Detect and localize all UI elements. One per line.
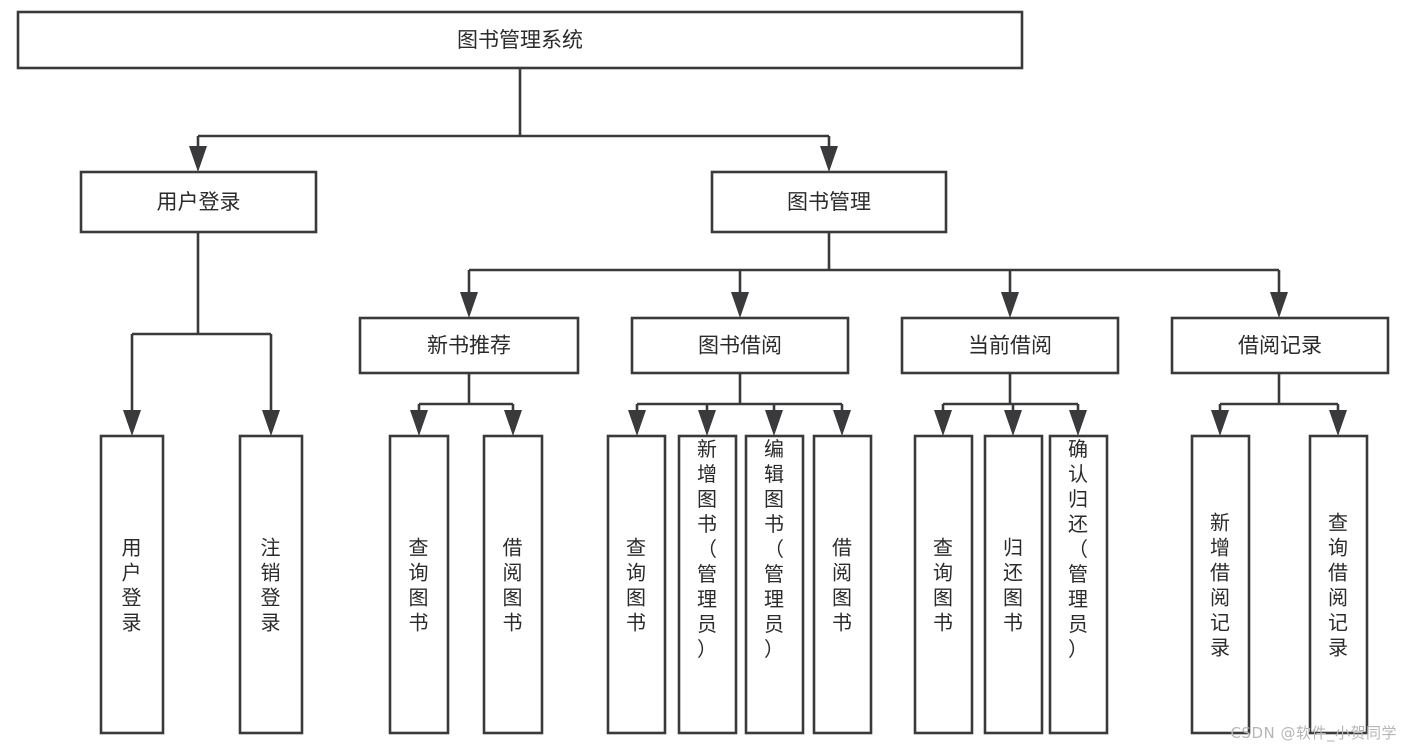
node-leaf-10[interactable]: 确认归还（管理员） <box>1048 434 1109 735</box>
node-leaf-7-box[interactable] <box>812 434 873 735</box>
node-leaf-6-box[interactable] <box>744 434 805 735</box>
node-leaf-0-box[interactable] <box>99 434 165 735</box>
node-leaf-2[interactable]: 查询图书 <box>388 434 450 735</box>
node-leaf-3-label: 借阅图书 <box>503 536 524 635</box>
node-level3-1-label: 图书借阅 <box>698 334 782 358</box>
arrow-head-icon <box>628 410 646 436</box>
node-root-label: 图书管理系统 <box>457 28 583 52</box>
arrow-head-icon <box>1211 410 1229 436</box>
arrow-head-icon <box>504 410 522 436</box>
node-leaf-9-label: 归还图书 <box>1003 536 1024 635</box>
arrow-head-icon <box>820 146 838 172</box>
node-leaf-6[interactable]: 编辑图书（管理员） <box>744 434 805 735</box>
node-leaf-8[interactable]: 查询图书 <box>913 434 974 735</box>
node-leaf-3-box[interactable] <box>482 434 544 735</box>
arrow-head-icon <box>460 292 478 318</box>
node-leaf-6-label: 编辑图书（管理员） <box>764 437 785 661</box>
arrow-head-icon <box>1329 410 1347 436</box>
node-leaf-11-label: 新增借阅记录 <box>1210 511 1231 660</box>
node-leaf-12-label: 查询借阅记录 <box>1328 511 1349 660</box>
arrow-head-icon <box>1069 410 1087 436</box>
node-level3-3-label: 借阅记录 <box>1238 334 1322 358</box>
node-layer: 图书管理系统用户登录图书管理新书推荐图书借阅当前借阅借阅记录用户登录注销登录查询… <box>16 10 1390 735</box>
node-level3-2[interactable]: 当前借阅 <box>900 316 1120 375</box>
node-leaf-9-box[interactable] <box>983 434 1044 735</box>
node-level2-0[interactable]: 用户登录 <box>79 170 318 234</box>
node-root[interactable]: 图书管理系统 <box>16 10 1024 70</box>
node-level3-2-box[interactable] <box>900 316 1120 375</box>
node-level2-0-label: 用户登录 <box>157 190 241 214</box>
arrow-head-icon <box>1001 292 1019 318</box>
arrow-head-icon <box>833 410 851 436</box>
node-level2-1-box[interactable] <box>710 170 948 234</box>
connector-layer <box>123 68 1347 436</box>
node-leaf-2-label: 查询图书 <box>409 536 430 635</box>
node-leaf-7[interactable]: 借阅图书 <box>812 434 873 735</box>
arrow-head-icon <box>410 410 428 436</box>
node-leaf-8-box[interactable] <box>913 434 974 735</box>
node-level3-0[interactable]: 新书推荐 <box>358 316 580 375</box>
node-level2-1[interactable]: 图书管理 <box>710 170 948 234</box>
node-root-box[interactable] <box>16 10 1024 70</box>
node-leaf-10-box[interactable] <box>1048 434 1109 735</box>
node-leaf-3[interactable]: 借阅图书 <box>482 434 544 735</box>
node-leaf-7-label: 借阅图书 <box>832 536 853 635</box>
arrow-head-icon <box>1270 292 1288 318</box>
node-leaf-0[interactable]: 用户登录 <box>99 434 165 735</box>
node-leaf-1-label: 注销登录 <box>261 536 282 635</box>
node-level3-2-label: 当前借阅 <box>968 334 1052 358</box>
node-level3-0-box[interactable] <box>358 316 580 375</box>
node-leaf-2-box[interactable] <box>388 434 450 735</box>
node-leaf-9[interactable]: 归还图书 <box>983 434 1044 735</box>
node-leaf-5[interactable]: 新增图书（管理员） <box>677 434 738 735</box>
node-leaf-5-box[interactable] <box>677 434 738 735</box>
node-level3-0-label: 新书推荐 <box>427 334 511 358</box>
node-leaf-1-box[interactable] <box>238 434 304 735</box>
node-leaf-5-label: 新增图书（管理员） <box>697 437 718 661</box>
arrow-head-icon <box>1004 410 1022 436</box>
node-level3-3[interactable]: 借阅记录 <box>1170 316 1390 375</box>
arrow-head-icon <box>262 410 280 436</box>
arrow-head-icon <box>698 410 716 436</box>
node-level3-3-box[interactable] <box>1170 316 1390 375</box>
node-leaf-0-label: 用户登录 <box>122 536 143 635</box>
arrow-head-icon <box>731 292 749 318</box>
node-leaf-12-box[interactable] <box>1308 434 1369 735</box>
arrow-head-icon <box>765 410 783 436</box>
node-leaf-8-label: 查询图书 <box>933 536 954 635</box>
node-leaf-4-label: 查询图书 <box>626 536 647 635</box>
node-level3-1[interactable]: 图书借阅 <box>630 316 850 375</box>
node-level3-1-box[interactable] <box>630 316 850 375</box>
node-leaf-11[interactable]: 新增借阅记录 <box>1190 434 1251 735</box>
node-leaf-4[interactable]: 查询图书 <box>606 434 667 735</box>
node-leaf-10-label: 确认归还（管理员） <box>1068 437 1089 661</box>
arrow-head-icon <box>189 146 207 172</box>
node-level2-0-box[interactable] <box>79 170 318 234</box>
node-leaf-11-box[interactable] <box>1190 434 1251 735</box>
node-leaf-12[interactable]: 查询借阅记录 <box>1308 434 1369 735</box>
node-leaf-1[interactable]: 注销登录 <box>238 434 304 735</box>
arrow-head-icon <box>934 410 952 436</box>
node-level2-1-label: 图书管理 <box>787 190 871 214</box>
watermark-label: CSDN @软件_小贺同学 <box>1230 724 1397 742</box>
node-leaf-4-box[interactable] <box>606 434 667 735</box>
arrow-head-icon <box>123 410 141 436</box>
